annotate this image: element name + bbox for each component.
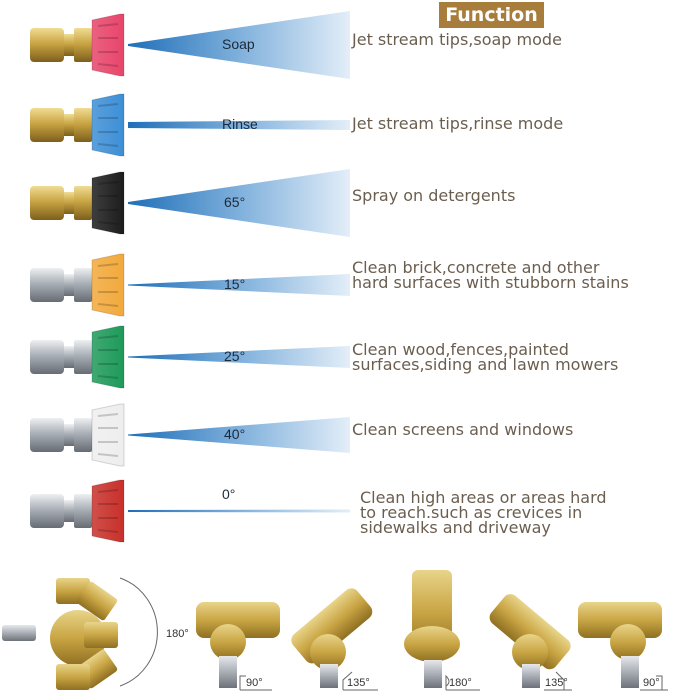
coupler-180-icon — [404, 570, 460, 688]
function-description: Clean screens and windows — [352, 420, 574, 439]
pivot-coupler-section: 180° 90° 135° 180° 135° 90° — [0, 560, 679, 694]
nozzle-tip-icon — [30, 171, 125, 235]
nozzle-tip-icon — [30, 325, 125, 389]
nozzle-row: 15° — [0, 250, 679, 330]
nozzle-tip-icon — [30, 13, 125, 77]
spray-pattern-icon — [128, 120, 350, 130]
spray-pattern-icon — [128, 169, 350, 237]
spray-pattern-icon — [128, 11, 350, 79]
function-header: Function — [439, 2, 544, 28]
nozzle-row: 0° — [0, 476, 679, 556]
fan-coupler-icon — [2, 577, 158, 690]
rotation-range-label: 180° — [166, 628, 189, 640]
spray-angle-label: 15° — [224, 276, 246, 292]
coupler-90-left-icon — [196, 602, 280, 688]
spray-angle-label: Rinse — [222, 116, 258, 132]
nozzle-row: Rinse — [0, 90, 679, 170]
nozzle-tip-icon — [30, 403, 125, 467]
spray-pattern-icon — [128, 274, 350, 296]
angle-label-135-left: 135° — [347, 677, 370, 689]
nozzle-row: 25° — [0, 322, 679, 402]
function-description: Clean brick,concrete and other hard surf… — [352, 258, 629, 292]
nozzle-tip-icon — [30, 253, 125, 317]
coupler-135-left-icon — [291, 588, 373, 664]
spray-pattern-icon — [128, 346, 350, 368]
function-description: Spray on detergents — [352, 186, 516, 205]
angle-label-90-left: 90° — [246, 677, 263, 689]
spray-angle-label: Soap — [222, 36, 255, 52]
function-description: Jet stream tips,rinse mode — [352, 114, 564, 133]
function-description: Jet stream tips,soap mode — [352, 30, 562, 49]
function-description: Clean wood,fences,painted surfaces,sidin… — [352, 340, 619, 374]
spray-pattern-icon — [128, 509, 350, 513]
nozzle-row: 40° — [0, 400, 679, 480]
angle-label-135-right: 135° — [545, 677, 568, 689]
spray-angle-label: 65° — [224, 194, 246, 210]
spray-pattern-icon — [128, 417, 350, 453]
angle-label-90-right: 90° — [643, 677, 660, 689]
nozzle-row: 65° — [0, 168, 679, 248]
spray-angle-label: 25° — [224, 348, 246, 364]
function-description: Clean high areas or areas hard to reach.… — [360, 488, 607, 537]
angle-label-180: 180° — [449, 677, 472, 689]
pivot-coupler-illustration — [2, 570, 668, 691]
coupler-135-right-icon — [489, 594, 571, 670]
nozzle-tip-icon — [30, 93, 125, 157]
spray-angle-label: 40° — [224, 426, 246, 442]
spray-angle-label: 0° — [222, 486, 236, 502]
coupler-90-right-icon — [578, 602, 662, 688]
nozzle-tip-icon — [30, 479, 125, 543]
nozzle-row: Soap — [0, 10, 679, 90]
